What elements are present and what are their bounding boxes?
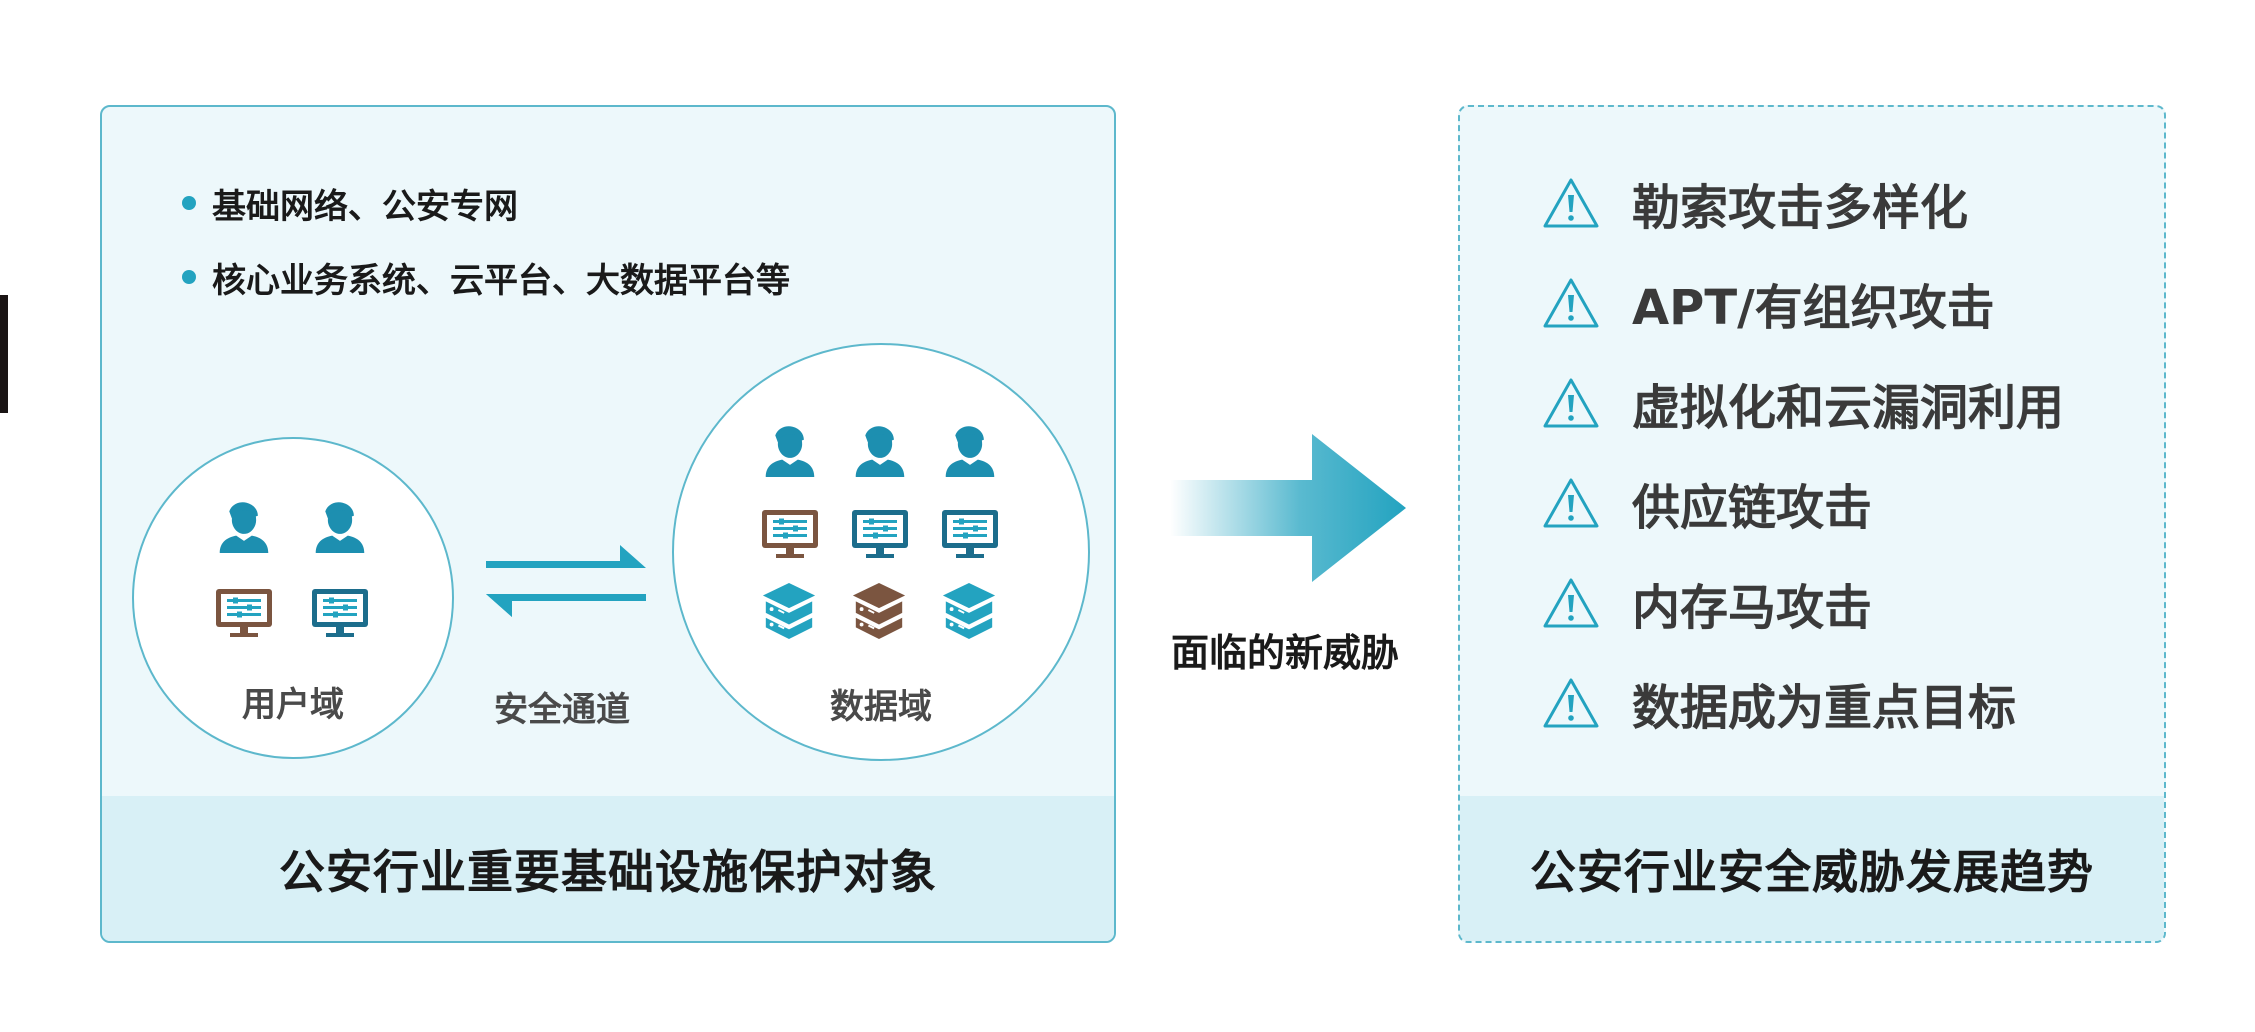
bullet-dot-icon [182,270,196,284]
bullet-dot-icon [182,196,196,210]
new-threats-label: 面临的新威胁 [1170,631,1399,675]
user-icon [764,425,816,477]
threat-text: 数据成为重点目标 [1632,680,2017,736]
threat-item: APT/有组织攻击 [1542,273,2064,336]
monitor-icon [760,508,820,560]
right-footer: 公安行业安全威胁发展趋势 [1460,796,2164,941]
bullet-item: 基础网络、公安专网 [182,179,790,227]
left-footer-title: 公安行业重要基础设施保护对象 [279,844,937,899]
bullet-list: 基础网络、公安专网 核心业务系统、云平台、大数据平台等 [182,179,790,327]
warning-icon [1542,576,1600,630]
threat-text: 内存马攻击 [1632,580,1873,636]
user-domain-circle: 用户域 [132,437,454,759]
threat-list: 勒索攻击多样化 APT/有组织攻击 虚拟化和云漏洞利用 供应链攻击 内存马攻击 … [1542,173,2064,773]
warning-icon [1542,676,1600,730]
threat-item: 虚拟化和云漏洞利用 [1542,373,2064,436]
secure-channel-label: 安全通道 [494,690,630,730]
user-icon [854,425,906,477]
warning-icon [1542,476,1600,530]
right-arrow-icon [1170,434,1406,582]
edge-marker [0,295,8,413]
warning-icon [1542,276,1600,330]
server-cube-icon [940,581,998,641]
server-cube-icon [760,581,818,641]
threat-item: 勒索攻击多样化 [1542,173,2064,236]
threat-item: 数据成为重点目标 [1542,673,2064,736]
bullet-text: 基础网络、公安专网 [212,186,518,227]
right-footer-title: 公安行业安全威胁发展趋势 [1530,844,2094,899]
protection-objects-panel: 基础网络、公安专网 核心业务系统、云平台、大数据平台等 用户域 安全通道 数据域… [100,105,1116,943]
monitor-icon [850,508,910,560]
data-domain-circle: 数据域 [672,343,1090,761]
threat-text: 供应链攻击 [1632,480,1873,536]
server-cube-icon [850,581,908,641]
monitor-icon [940,508,1000,560]
threat-trends-panel: 勒索攻击多样化 APT/有组织攻击 虚拟化和云漏洞利用 供应链攻击 内存马攻击 … [1458,105,2166,943]
threat-text: 勒索攻击多样化 [1632,180,1969,236]
user-icon [944,425,996,477]
threat-text: 虚拟化和云漏洞利用 [1632,380,2065,436]
data-domain-label: 数据域 [830,687,932,727]
bidirectional-arrows-icon [486,545,646,617]
threat-text: APT/有组织攻击 [1632,280,1995,336]
left-footer: 公安行业重要基础设施保护对象 [102,796,1114,941]
user-icon [218,501,270,553]
user-domain-label: 用户域 [242,685,344,725]
bullet-item: 核心业务系统、云平台、大数据平台等 [182,253,790,301]
threat-item: 供应链攻击 [1542,473,2064,536]
threat-item: 内存马攻击 [1542,573,2064,636]
warning-icon [1542,376,1600,430]
bullet-text: 核心业务系统、云平台、大数据平台等 [212,260,790,301]
monitor-icon [214,587,274,639]
warning-icon [1542,176,1600,230]
monitor-icon [310,587,370,639]
user-icon [314,501,366,553]
